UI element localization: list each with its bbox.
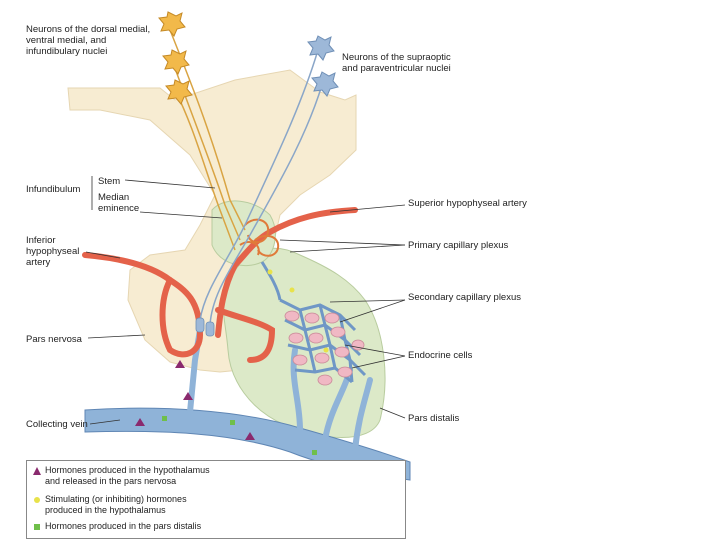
- label-primary-plexus: Primary capillary plexus: [408, 240, 509, 251]
- label-collecting-vein: Collecting vein: [26, 419, 88, 430]
- triangle-marker-icon: [33, 467, 41, 475]
- legend: Hormones produced in the hypothalamus an…: [26, 460, 406, 539]
- dot-marker-icon: [34, 497, 40, 503]
- label-dorsal-neurons: Neurons of the dorsal medial, ventral me…: [26, 24, 151, 57]
- label-pars-nervosa: Pars nervosa: [26, 334, 82, 345]
- nerve-terminals: [195, 317, 215, 337]
- label-secondary-plexus: Secondary capillary plexus: [408, 292, 522, 303]
- label-stem: Stem: [98, 176, 121, 187]
- legend-text: Hormones produced in the pars distalis: [45, 521, 202, 531]
- label-supraoptic-neurons: Neurons of the supraoptic and paraventri…: [342, 52, 451, 74]
- label-inferior-artery: Inferior hypophyseal artery: [26, 235, 80, 268]
- legend-text: Stimulating (or inhibiting) hormones pro…: [45, 494, 187, 515]
- leader-lines: [85, 176, 406, 425]
- label-median-eminence: Median eminence: [98, 192, 140, 214]
- nerve-fibers-blue: [199, 49, 323, 326]
- neurons-dorsal: [158, 11, 193, 105]
- label-infundibulum: Infundibulum: [26, 184, 81, 195]
- label-superior-artery: Superior hypophyseal artery: [408, 198, 527, 209]
- legend-text: Hormones produced in the hypothalamus an…: [45, 465, 210, 486]
- label-pars-distalis: Pars distalis: [408, 413, 460, 424]
- square-marker-icon: [34, 524, 40, 530]
- nerve-fibers-orange: [167, 24, 246, 251]
- primary-capillary-plexus: [239, 218, 280, 257]
- neurons-supraoptic: [307, 35, 339, 97]
- label-endocrine-cells: Endocrine cells: [408, 350, 473, 361]
- endocrine-cells: [284, 310, 365, 386]
